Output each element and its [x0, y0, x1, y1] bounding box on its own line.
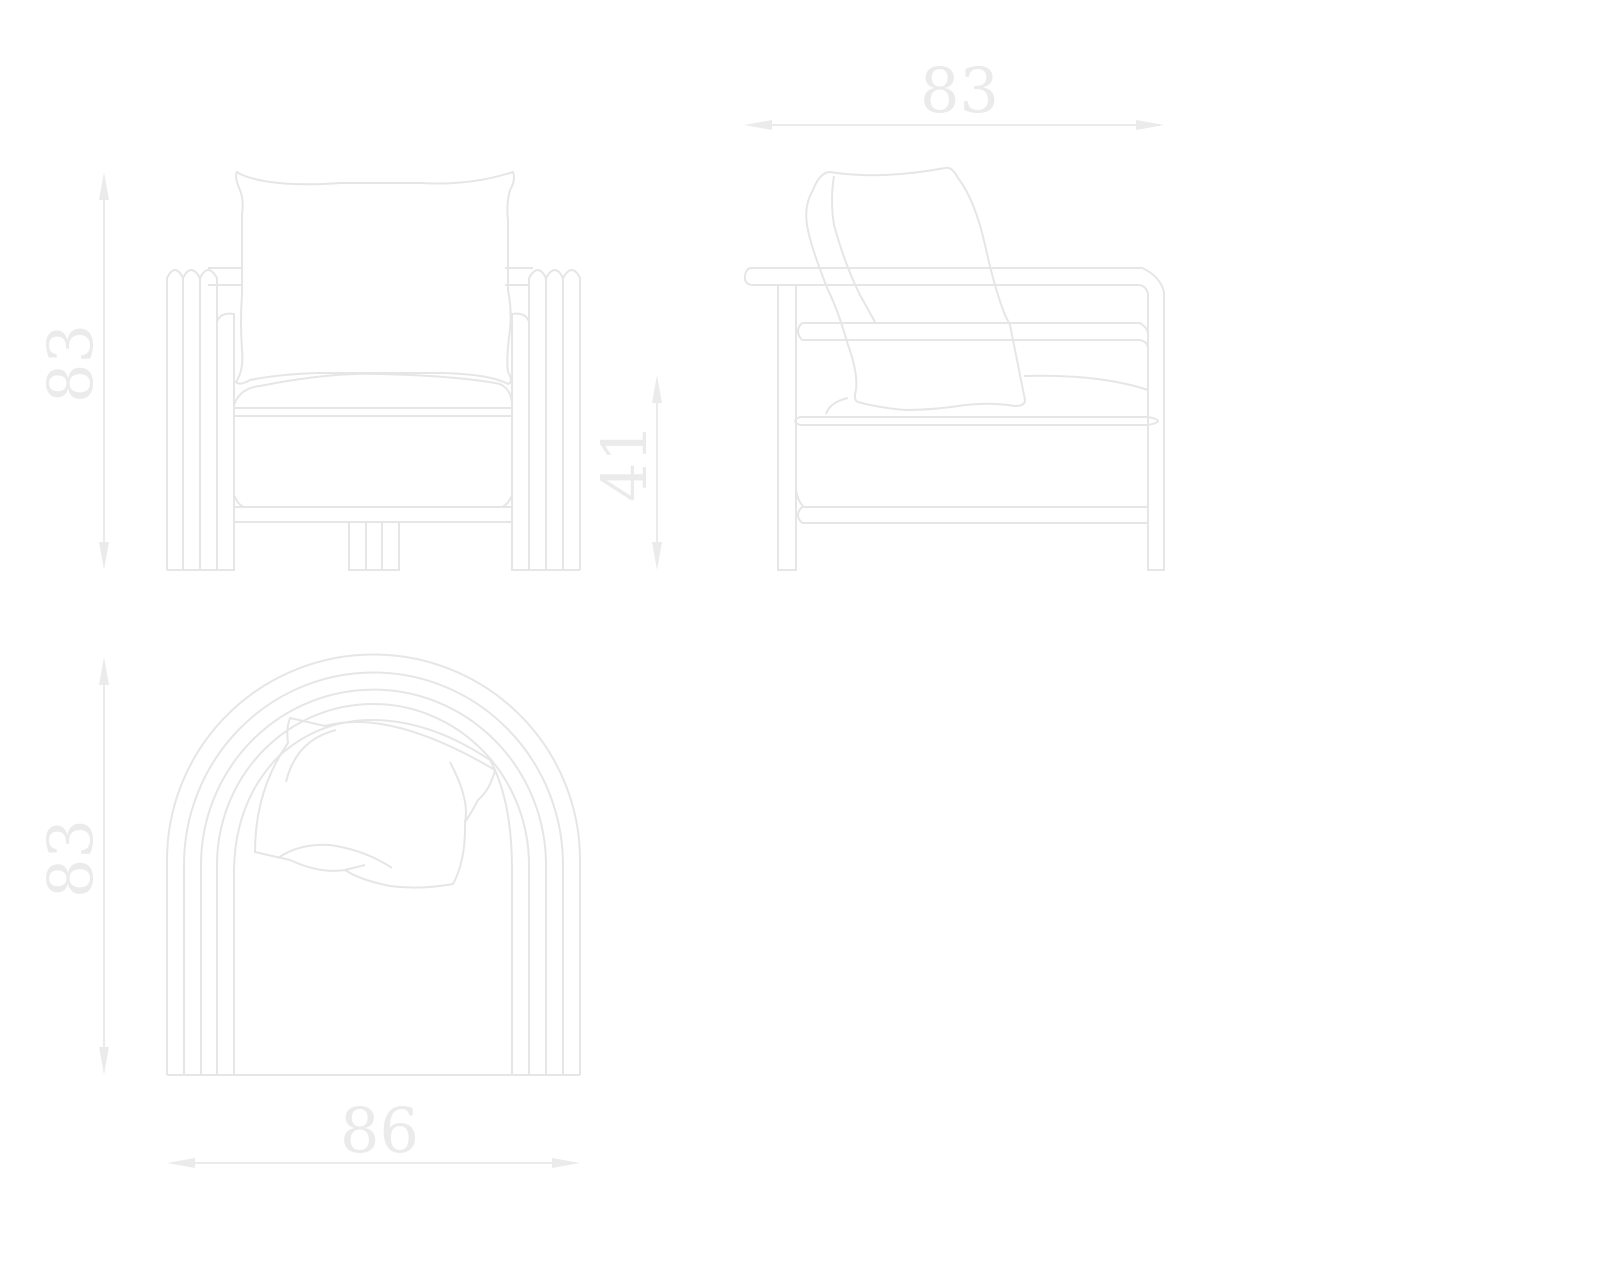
front-height-dimension: 83	[34, 172, 109, 570]
top-depth-label: 83	[34, 819, 107, 898]
side-view	[743, 166, 1165, 571]
front-view	[166, 170, 581, 571]
seat-height-label: 41	[588, 423, 661, 502]
side-depth-dimension: 83	[744, 54, 1164, 130]
side-depth-label: 83	[920, 54, 999, 127]
top-width-label: 86	[340, 1094, 419, 1167]
top-depth-dimension: 83	[34, 657, 109, 1075]
seat-height-dimension: 41	[588, 375, 662, 570]
front-height-label: 83	[34, 324, 107, 403]
top-width-dimension: 86	[167, 1094, 580, 1168]
top-view	[166, 653, 581, 1076]
